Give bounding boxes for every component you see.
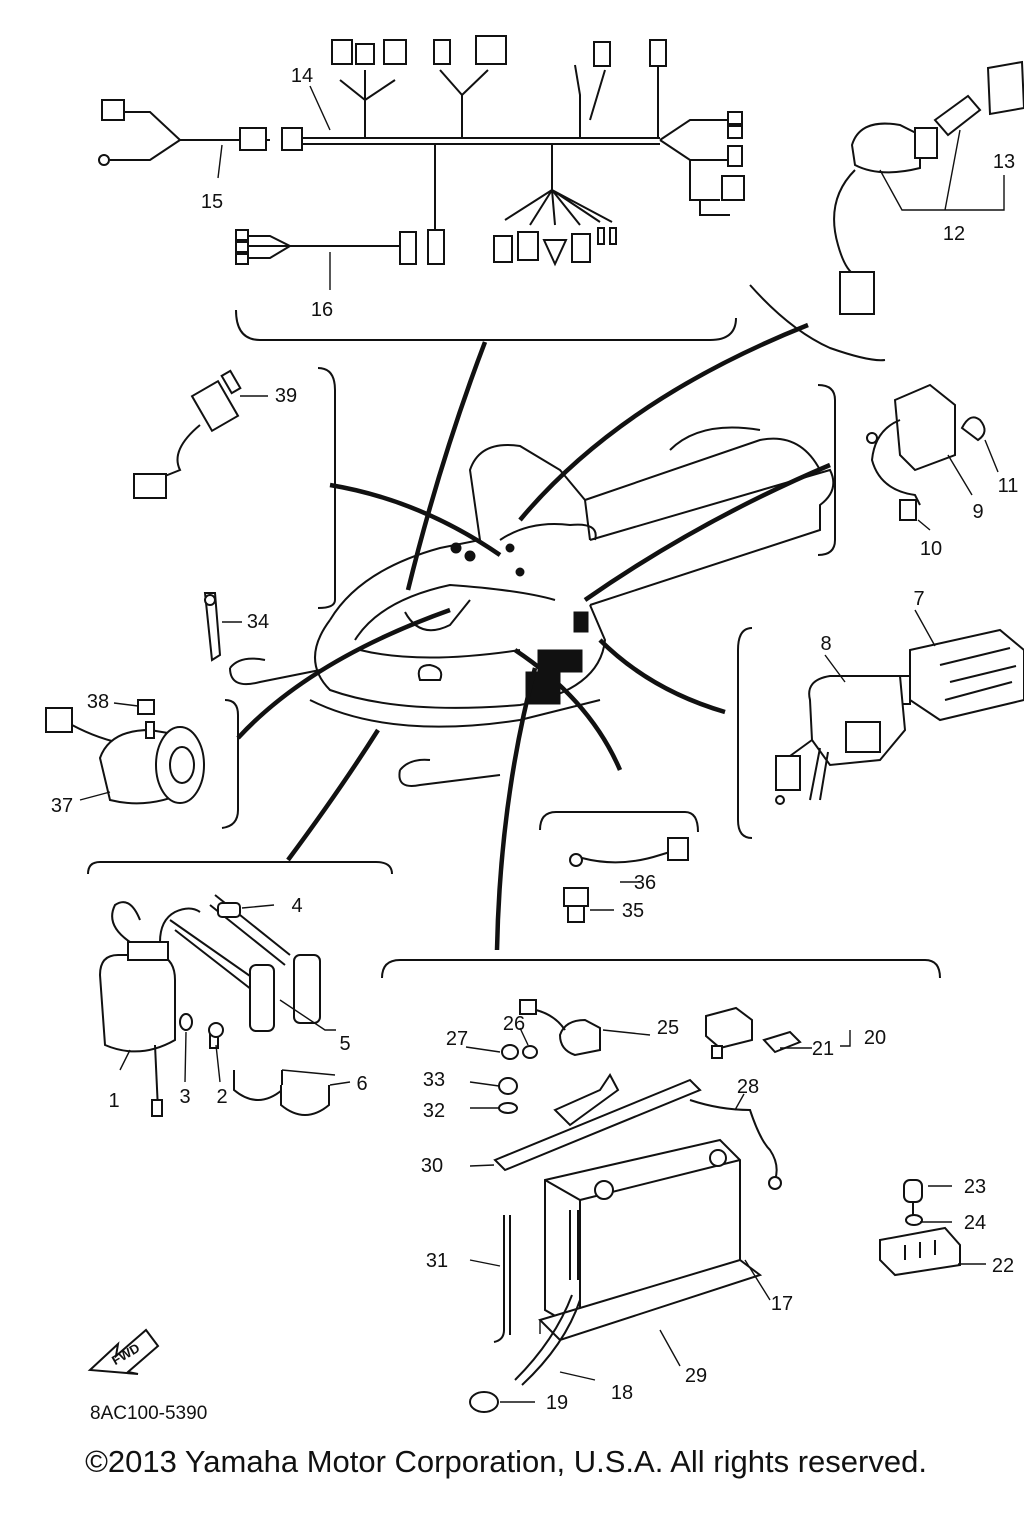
wire-harness-group — [98, 35, 745, 341]
callout-16: 16 — [311, 299, 333, 321]
callout-24: 24 — [964, 1212, 986, 1234]
callout-27: 27 — [446, 1028, 468, 1050]
diagram-code: 8AC100-5390 — [90, 1403, 207, 1424]
callout-1: 1 — [108, 1090, 119, 1112]
starter-group — [45, 699, 239, 829]
cdi-group — [737, 609, 1024, 839]
callout-2: 2 — [216, 1086, 227, 1108]
callout-28: 28 — [737, 1076, 759, 1098]
callout-38: 38 — [87, 691, 109, 713]
callout-10: 10 — [920, 538, 942, 560]
toggle-switch-group — [133, 367, 336, 609]
callout-23: 23 — [964, 1176, 986, 1198]
tie-wrap-group — [203, 592, 242, 662]
callout-19: 19 — [546, 1392, 568, 1414]
callout-11: 11 — [998, 475, 1019, 497]
callout-4: 4 — [291, 895, 302, 917]
callout-5: 5 — [339, 1033, 350, 1055]
callout-13: 13 — [993, 151, 1015, 173]
callout-8: 8 — [820, 633, 831, 655]
callout-21: 21 — [812, 1038, 834, 1060]
callout-20: 20 — [864, 1027, 886, 1049]
callout-25: 25 — [657, 1017, 679, 1039]
callout-22: 22 — [992, 1255, 1014, 1277]
callout-32: 32 — [423, 1100, 445, 1122]
callout-34: 34 — [247, 611, 269, 633]
callout-15: 15 — [201, 191, 223, 213]
callout-36: 36 — [634, 872, 656, 894]
battery-group — [381, 959, 986, 1413]
callout-37: 37 — [51, 795, 73, 817]
callout-29: 29 — [685, 1365, 707, 1387]
callout-12: 12 — [943, 223, 965, 245]
callout-35: 35 — [622, 900, 644, 922]
main-switch-group — [749, 60, 1024, 362]
callout-26: 26 — [503, 1013, 525, 1035]
copyright-notice: ©2013 Yamaha Motor Corporation, U.S.A. A… — [85, 1444, 927, 1479]
callout-18: 18 — [611, 1382, 633, 1404]
callout-9: 9 — [972, 501, 983, 523]
callout-6: 6 — [356, 1073, 367, 1095]
callout-17: 17 — [771, 1293, 793, 1315]
callout-39: 39 — [275, 385, 297, 407]
callout-3: 3 — [179, 1086, 190, 1108]
callout-7: 7 — [913, 588, 924, 610]
callout-31: 31 — [426, 1250, 448, 1272]
callout-33: 33 — [423, 1069, 445, 1091]
callout-labels: 1 2 3 4 5 6 7 8 9 10 11 12 13 14 15 16 1… — [51, 65, 1019, 1414]
ignition-coil-group — [87, 861, 393, 1117]
rectifier-group — [817, 383, 999, 556]
machine-silhouette — [229, 426, 835, 787]
fwd-arrow-group — [87, 1328, 160, 1375]
callout-30: 30 — [421, 1155, 443, 1177]
callout-14: 14 — [291, 65, 313, 87]
pointer-lines — [236, 322, 831, 951]
lead-bolt-group — [539, 811, 699, 923]
